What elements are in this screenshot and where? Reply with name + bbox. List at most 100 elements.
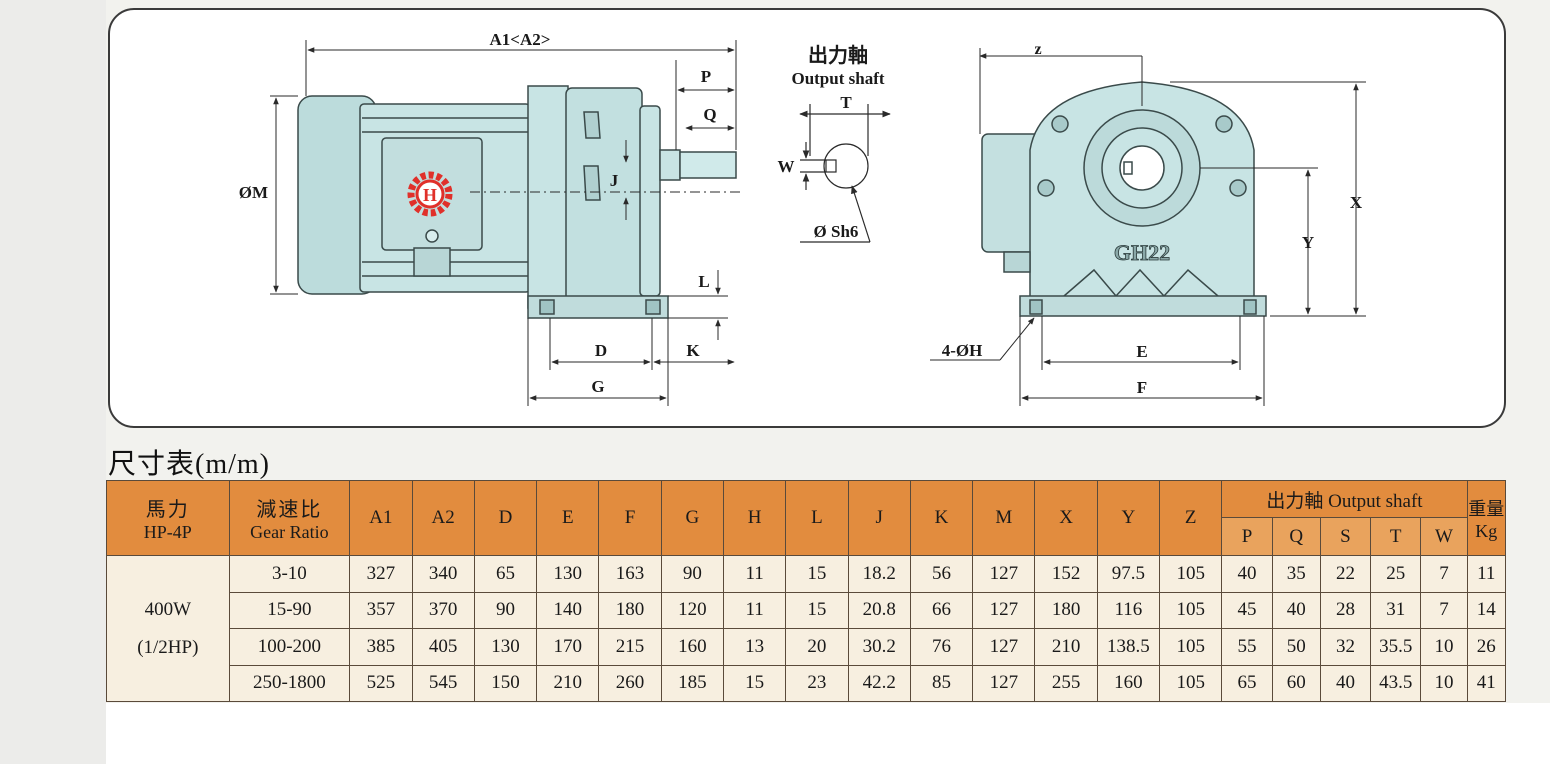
table-cell: 23 [785,664,849,702]
table-cell: 15 [722,664,787,702]
table-cell: 130 [473,628,538,666]
table-cell: 32 [1319,628,1372,666]
output-shaft-title-en: Output shaft [791,69,884,88]
table-cell: 163 [598,555,662,593]
header-dim: L [785,480,849,556]
table-cell: 55 [1221,628,1273,666]
dim-g: G [591,377,604,396]
table-cell: 127 [972,591,1036,629]
table-cell: 25 [1370,555,1422,593]
table-cell: 105 [1159,591,1223,629]
table-cell: 127 [972,628,1036,666]
table-cell: 327 [349,555,413,593]
table-cell: 160 [660,628,724,666]
table-cell: 22 [1319,555,1372,593]
table-cell: 140 [536,591,600,629]
table-cell: 65 [473,555,538,593]
power-cell: 400W(1/2HP) [106,555,230,702]
table-cell: 66 [909,591,974,629]
header-output-col: P [1221,517,1273,556]
table-cell: 340 [411,555,475,593]
table-cell: 40 [1271,591,1321,629]
table-cell: 11 [722,591,787,629]
dim-y: Y [1302,233,1314,252]
table-cell: 260 [598,664,662,702]
header-output-col: T [1370,517,1422,556]
table-cell: 105 [1159,664,1223,702]
technical-drawing: H A1<A2> P Q J ØM L D K G 出力軸 Output sha… [239,30,1366,406]
gear-ratio-cell: 3-10 [228,555,351,593]
table-cell: 255 [1034,664,1098,702]
table-cell: 405 [411,628,475,666]
table-cell: 160 [1096,664,1161,702]
table-cell: 13 [722,628,787,666]
table-cell: 10 [1420,664,1468,702]
table-cell: 90 [660,555,724,593]
table-cell: 170 [536,628,600,666]
dim-k: K [686,341,700,360]
table-cell: 85 [909,664,974,702]
table-cell: 76 [909,628,974,666]
header-dim: Z [1159,480,1223,556]
table-cell: 7 [1420,555,1468,593]
table-cell: 150 [473,664,538,702]
table-cell: 525 [349,664,413,702]
header-dim: H [722,480,787,556]
table-cell: 11 [722,555,787,593]
bottom-blank-area [106,703,1550,764]
table-cell: 40 [1319,664,1372,702]
table-cell: 185 [660,664,724,702]
table-cell: 120 [660,591,724,629]
brand-logo: H [407,171,453,217]
table-cell: 545 [411,664,475,702]
table-cell: 7 [1420,591,1468,629]
table-cell: 65 [1221,664,1273,702]
table-cell: 370 [411,591,475,629]
left-margin [0,0,106,764]
header-dim: D [473,480,538,556]
dim-sh6: Ø Sh6 [814,222,859,241]
table-title: 尺寸表(m/m) [108,449,270,480]
table-cell: 35.5 [1370,628,1422,666]
dim-a1-a2: A1<A2> [490,30,551,49]
table-cell: 385 [349,628,413,666]
table-cell: 152 [1034,555,1098,593]
gear-ratio-cell: 250-1800 [228,664,351,702]
table-cell: 43.5 [1370,664,1422,702]
table-cell: 41 [1466,664,1507,702]
table-cell: 105 [1159,555,1223,593]
dim-t: T [840,93,852,112]
dim-j: J [610,171,619,190]
logo-letter: H [423,185,437,205]
header-dim: X [1034,480,1098,556]
table-cell: 60 [1271,664,1321,702]
table-cell: 45 [1221,591,1273,629]
table-cell: 357 [349,591,413,629]
shaft-section [799,104,891,243]
header-dim: K [909,480,974,556]
dim-d: D [595,341,607,360]
dim-e: E [1136,342,1147,361]
table-cell: 116 [1096,591,1161,629]
table-cell: 11 [1466,555,1507,593]
dim-x: X [1350,193,1363,212]
table-cell: 50 [1271,628,1321,666]
header-dim: A2 [411,480,475,556]
header-dim: A1 [349,480,413,556]
table-cell: 210 [536,664,600,702]
header-output-col: W [1420,517,1468,556]
header-dim: M [972,480,1036,556]
model-plate: GH22 [1114,240,1170,265]
table-cell: 105 [1159,628,1223,666]
table-cell: 28 [1319,591,1372,629]
table-cell: 31 [1370,591,1422,629]
table-cell: 10 [1420,628,1468,666]
header-dim: Y [1096,480,1161,556]
